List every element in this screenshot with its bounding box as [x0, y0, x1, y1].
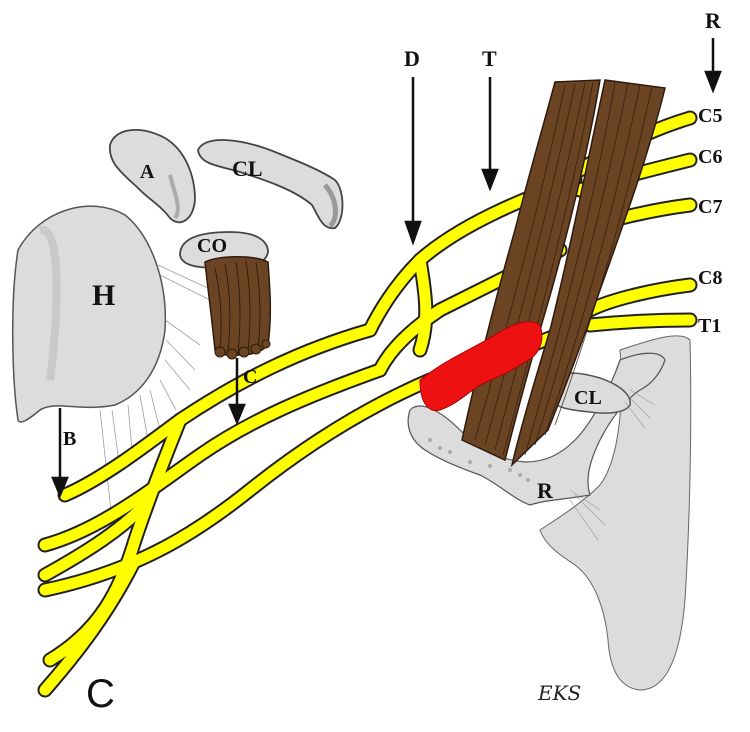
label-first-rib: R [537, 478, 554, 503]
label-coracoid: CO [197, 235, 227, 257]
clavicle-upper [197, 139, 344, 229]
label-arrow-d: D [404, 46, 420, 71]
arrow-r [704, 38, 722, 94]
middle-scalene-muscle [510, 79, 666, 468]
label-clavicle-lower: CL [574, 387, 602, 409]
signature: EKS [537, 681, 581, 705]
label-humerus: H [92, 279, 115, 312]
label-arrow-t: T [482, 46, 497, 71]
label-root-c8: C8 [698, 267, 722, 289]
label-arrow-r: R [705, 8, 722, 33]
arrow-b [51, 408, 69, 499]
rib-hatch [569, 389, 656, 541]
humerus-head [12, 205, 213, 521]
arrow-c [228, 358, 246, 426]
lesion [419, 321, 543, 412]
first-rib [407, 352, 666, 506]
label-root-c5: C5 [698, 105, 722, 127]
label-arrow-b: B [63, 428, 76, 450]
label-arrow-c: C [243, 366, 257, 388]
pectoralis-minor-muscle [204, 256, 272, 360]
arrow-t [481, 77, 499, 192]
panel-letter: C [86, 672, 115, 716]
label-root-t1: T1 [698, 315, 721, 337]
sternum [539, 335, 692, 691]
acromion [109, 129, 196, 224]
label-root-c7: C7 [698, 196, 722, 218]
label-root-c6: C6 [698, 146, 722, 168]
label-acromion: A [140, 161, 155, 183]
arrow-d [404, 77, 422, 246]
label-clavicle-upper: CL [232, 156, 263, 181]
